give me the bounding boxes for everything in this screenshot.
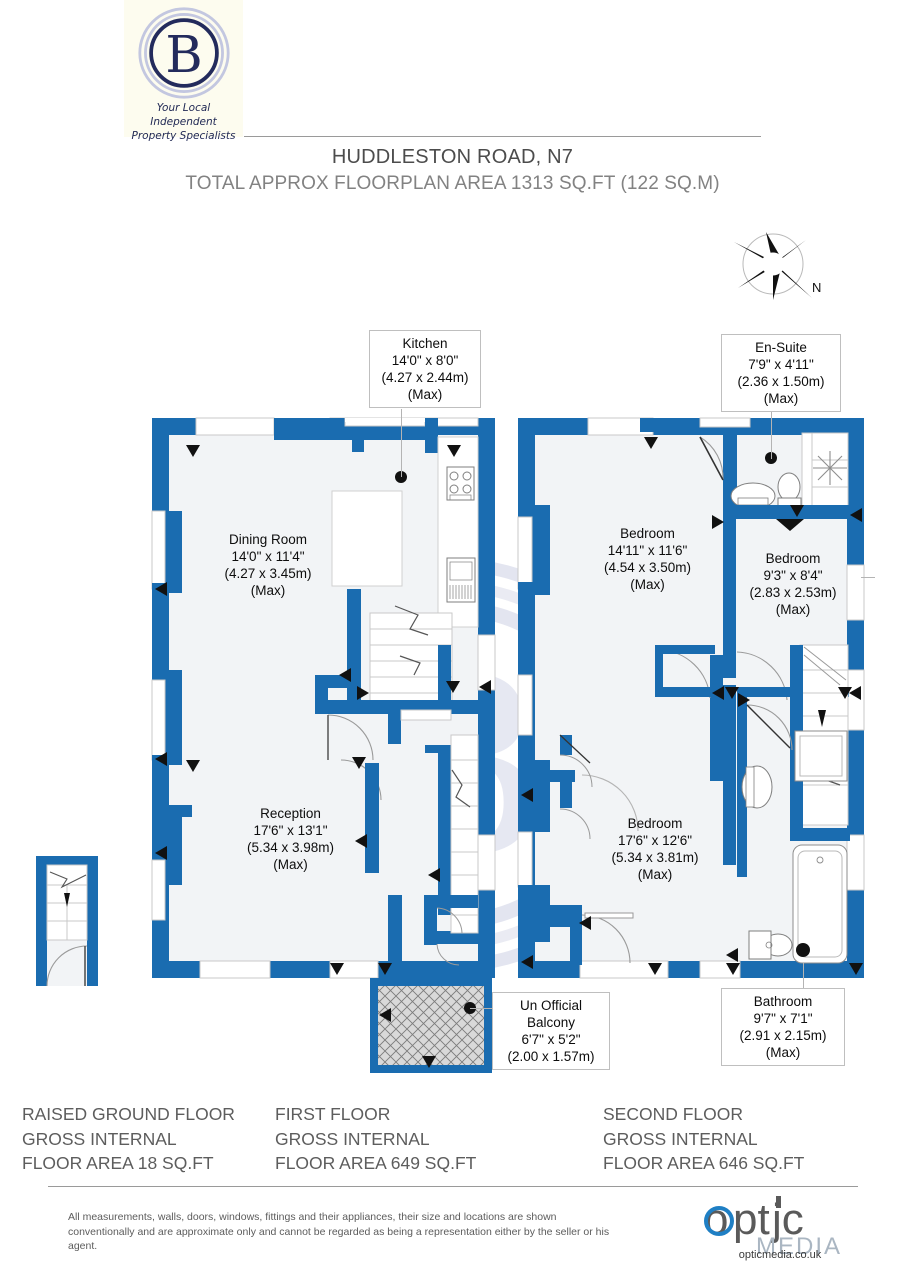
bathroom-name: Bathroom [753,994,813,1009]
balcony-leader [470,1008,492,1009]
en-suite-metric: (2.36 x 1.50m) [737,374,825,389]
kitchen-imperial: 14'0" x 8'0" [391,353,459,368]
bedroom-second-imperial: 17'6" x 12'6" [617,833,693,848]
svg-text:MEDIA: MEDIA [756,1233,842,1260]
bathroom-imperial: 9'7" x 7'1" [753,1011,813,1026]
compass-rose-icon [734,232,812,300]
svg-text:jc: jc [770,1195,804,1244]
raised-ground-floor-block [36,856,98,987]
legend-rgf-line3: FLOOR AREA 18 SQ.FT [22,1153,214,1173]
first-floor-block [151,417,496,979]
kitchen-leader [401,409,402,477]
bedroom-small-imperial: 9'3" x 8'4" [763,568,823,583]
agency-tagline-line1: Your Local Independent [150,102,217,128]
legend-second-floor: SECOND FLOOR GROSS INTERNAL FLOOR AREA 6… [603,1102,804,1176]
bedroom-second-name: Bedroom [627,816,683,831]
legend-sf-line1: SECOND FLOOR [603,1104,744,1124]
legend-rgf-line2: GROSS INTERNAL [22,1128,177,1149]
disclaimer-text: All measurements, walls, doors, windows,… [68,1211,610,1252]
room-label-en-suite: En-Suite 7'9" x 4'11" (2.36 x 1.50m) (Ma… [721,334,841,412]
legend-ff-line3: FLOOR AREA 649 SQ.FT [275,1153,477,1173]
svg-text:B: B [165,25,202,84]
floorplan-vector [36,417,865,1073]
agency-logo-box: B Your Local Independent Property Specia… [124,0,243,142]
bedroom-main-metric: (4.54 x 3.50m) [603,560,692,575]
room-label-balcony: Un Official Balcony 6'7" x 5'2" (2.00 x … [492,992,610,1070]
room-label-dining-room: Dining Room 14'0" x 11'4" (4.27 x 3.45m)… [193,531,343,599]
en-suite-note: (Max) [763,391,799,406]
bedroom-main-note: (Max) [630,577,665,592]
page-title: HUDDLESTON ROAD, N7 [331,146,574,168]
legend-rgf-line1: RAISED GROUND FLOOR [22,1104,235,1124]
floor-area-legend: RAISED GROUND FLOOR GROSS INTERNAL FLOOR… [0,1098,905,1173]
bedroom-second-metric: (5.34 x 3.81m) [611,850,699,865]
en-suite-name: En-Suite [755,340,807,355]
bathroom-leader [803,963,804,995]
bedroom-second-note: (Max) [637,867,673,882]
reception-metric: (5.34 x 3.98m) [246,840,335,855]
bedroom-small-note: (Max) [775,602,811,617]
bedroom-main-name: Bedroom [620,526,675,541]
bedroom-main-imperial: 14'11" x 11'6" [607,543,688,558]
reception-note: (Max) [273,857,308,872]
agency-tagline-line2: Property Specialists [131,130,236,142]
legend-first-floor: FIRST FLOOR GROSS INTERNAL FLOOR AREA 64… [275,1102,476,1176]
kitchen-name: Kitchen [402,336,448,351]
room-label-bedroom-second: Bedroom 17'6" x 12'6" (5.34 x 3.81m) (Ma… [580,815,730,883]
optic-media-logo: o pt jc MEDIA [704,1195,842,1260]
bedroom-small-name: Bedroom [765,551,821,566]
kitchen-note: (Max) [407,387,443,402]
footer-divider [48,1186,858,1187]
optic-media-url: opticmedia.co.uk [738,1249,822,1261]
bedroom-small-leader [861,577,875,578]
room-label-bedroom-small: Bedroom 9'3" x 8'4" (2.83 x 2.53m) (Max) [728,550,858,618]
legend-sf-line3: FLOOR AREA 646 SQ.FT [603,1153,805,1173]
agency-tagline: Your Local Independent Property Speciali… [124,101,243,143]
bathroom-note: (Max) [765,1045,801,1060]
room-label-bedroom-main: Bedroom 14'11" x 11'6" (4.54 x 3.50m) (M… [570,525,725,593]
dining-room-imperial: 14'0" x 11'4" [231,549,305,564]
balcony-imperial: 6'7" x 5'2" [521,1032,581,1047]
en-suite-imperial: 7'9" x 4'11" [748,357,814,372]
dining-room-metric: (4.27 x 3.45m) [224,566,312,581]
compass-north-label: N [812,280,822,295]
balcony-name-line1: Un Official [519,998,583,1013]
room-label-bathroom: Bathroom 9'7" x 7'1" (2.91 x 2.15m) (Max… [721,988,845,1066]
room-label-kitchen: Kitchen 14'0" x 8'0" (4.27 x 2.44m) (Max… [369,330,481,408]
room-label-reception: Reception 17'6" x 13'1" (5.34 x 3.98m) (… [218,805,363,873]
dining-room-note: (Max) [250,583,286,598]
header-divider [244,136,761,137]
dining-room-name: Dining Room [228,532,308,547]
legend-raised-ground-floor: RAISED GROUND FLOOR GROSS INTERNAL FLOOR… [22,1102,235,1176]
svg-text:pt: pt [733,1195,770,1244]
balcony-metric: (2.00 x 1.57m) [507,1049,595,1064]
reception-name: Reception [260,806,321,821]
balcony-name-line2: Balcony [526,1015,576,1030]
reception-imperial: 17'6" x 13'1" [253,823,328,838]
legend-ff-line1: FIRST FLOOR [275,1104,391,1124]
bathroom-metric: (2.91 x 2.15m) [739,1028,827,1043]
agency-logo-mark: B [138,7,230,99]
kitchen-metric: (4.27 x 2.44m) [381,370,469,385]
second-floor-block [517,417,865,979]
bedroom-small-metric: (2.83 x 2.53m) [749,585,837,600]
balcony-block [370,978,492,1073]
legend-sf-line2: GROSS INTERNAL [603,1128,758,1149]
en-suite-leader [771,407,772,459]
total-area-subtitle: TOTAL APPROX FLOORPLAN AREA 1313 SQ.FT (… [185,173,720,194]
legend-ff-line2: GROSS INTERNAL [275,1128,430,1149]
